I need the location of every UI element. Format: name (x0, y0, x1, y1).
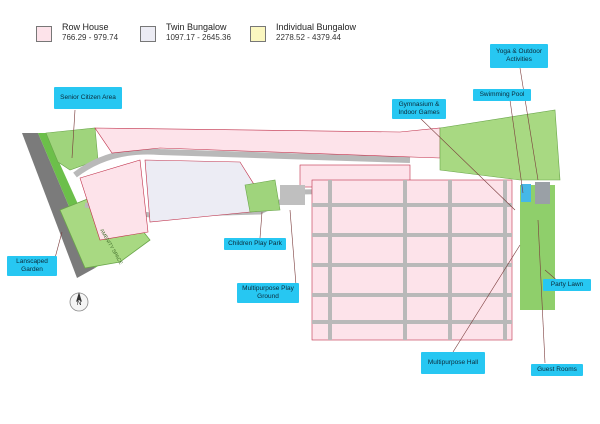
callout-gymnasium: Gymnasium & Indoor Games (392, 99, 446, 119)
compass-rose: N (69, 292, 89, 312)
legend-label: Individual Bungalow (276, 22, 357, 32)
clubhouse-building (535, 182, 550, 204)
callout-senior-citizen-area: Senior Citizen Area (54, 87, 122, 109)
callout-lanscaped-garden: Lanscaped Garden (7, 256, 57, 276)
legend-label: Row House (62, 22, 109, 32)
callout-swimming-pool: Swimming Pool (473, 89, 531, 101)
swimming-pool (521, 184, 531, 202)
internal-road-north (73, 148, 411, 178)
callout-party-lawn: Party Lawn (543, 279, 591, 291)
callout-guest-rooms: Guest Rooms (531, 364, 583, 376)
plot-cluster-west (79, 159, 149, 241)
senior-citizen-area (45, 127, 99, 171)
legend-range: 766.29 - 979.74 (62, 33, 119, 42)
callout-yoga-outdoor: Yoga & Outdoor Activities (490, 44, 548, 68)
twin-bungalow-swatch (140, 26, 156, 42)
south-block-roads (312, 180, 512, 340)
callout-multipurpose-ground: Multipurpose Play Ground (237, 283, 299, 303)
leader-lines (54, 67, 561, 364)
amenity-green-east (439, 109, 561, 181)
callout-children-play-park: Children Play Park (224, 238, 286, 250)
compass-n: N (76, 300, 81, 307)
individual-bungalow-swatch (250, 26, 266, 42)
legend-range: 2278.52 - 4379.44 (276, 33, 341, 42)
row-house-swatch (36, 26, 52, 42)
multipurpose-ground (280, 185, 305, 205)
legend-range: 1097.17 - 2645.36 (166, 33, 231, 42)
callout-multipurpose-hall: Multipurpose Hall (421, 352, 485, 374)
children-play-park (244, 179, 281, 213)
legend-label: Twin Bungalow (166, 22, 227, 32)
